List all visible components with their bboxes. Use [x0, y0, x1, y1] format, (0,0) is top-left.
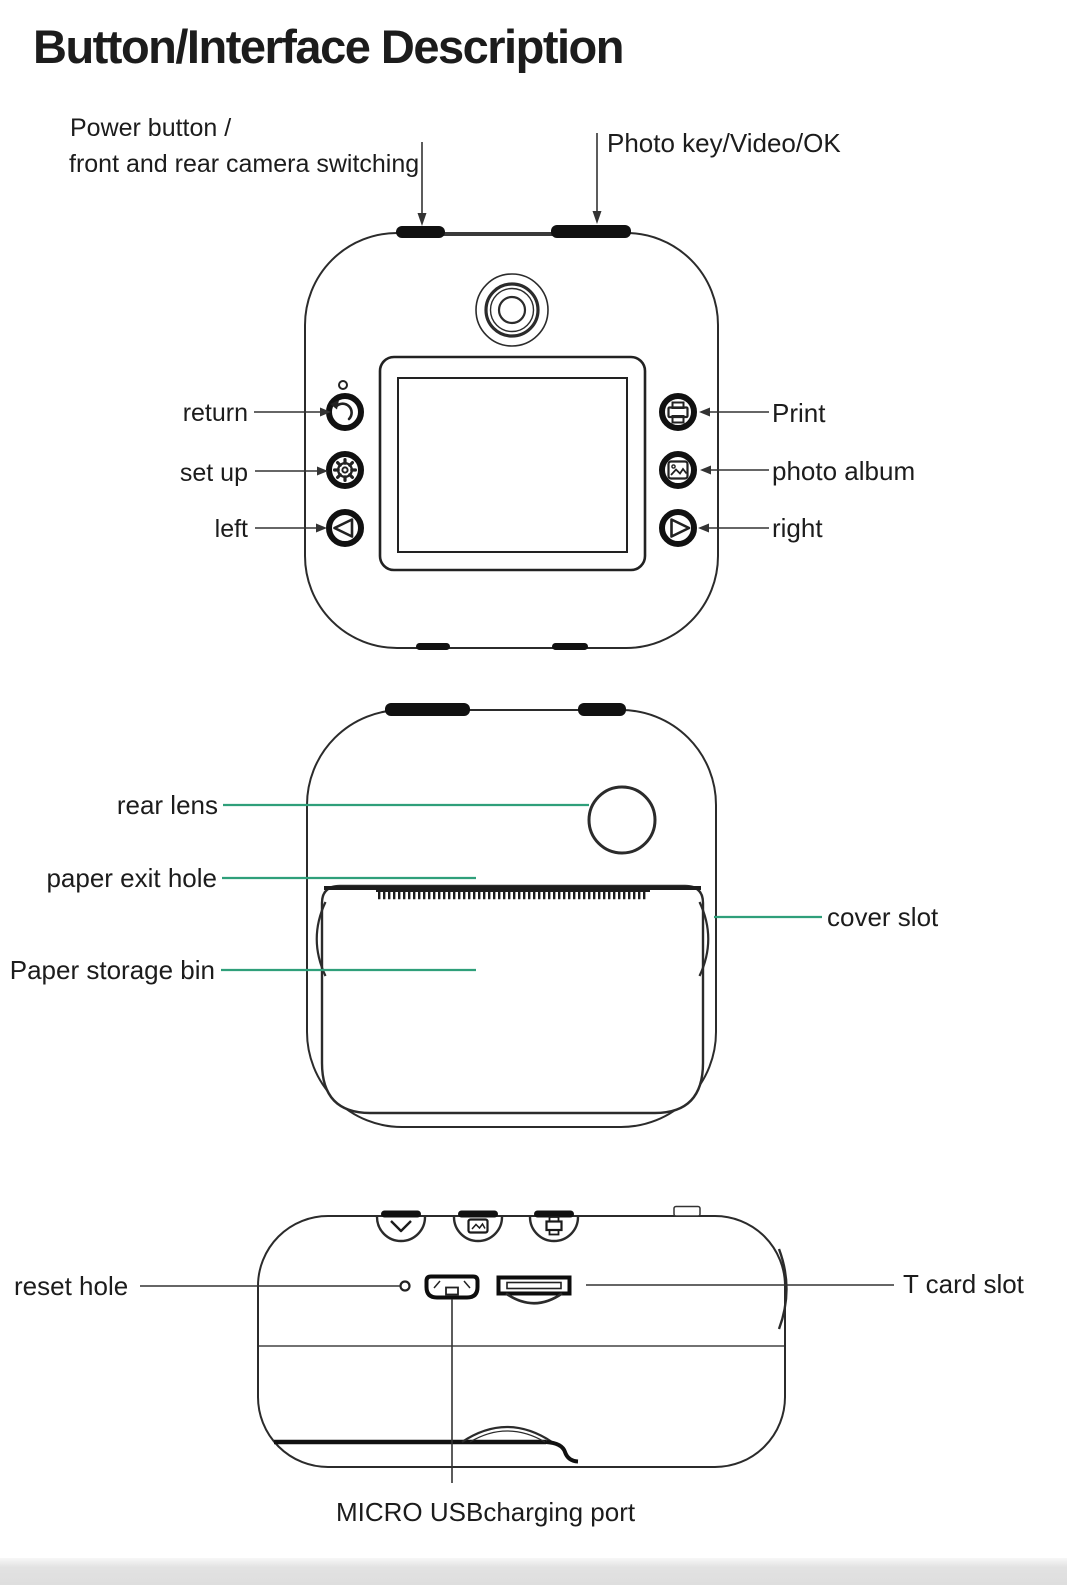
- usb-port-label: MICRO USBcharging port: [336, 1497, 636, 1527]
- paper-bin-label: Paper storage bin: [9, 955, 215, 985]
- setup-button-drawing: [326, 451, 364, 489]
- gear-icon: [333, 458, 357, 482]
- printer-icon: [667, 401, 689, 424]
- bottom-view-drawing: [140, 1205, 894, 1483]
- micro-usb-port: [424, 1274, 480, 1300]
- photo-key-label: Photo key/Video/OK: [607, 128, 841, 158]
- shutter-button-bump: [551, 225, 631, 238]
- reset-hole-label: reset hole: [14, 1271, 129, 1301]
- power-button-bump: [396, 226, 445, 238]
- back-leader-lines: [221, 803, 822, 972]
- paper-bin-cover: [320, 884, 705, 1115]
- bottom-body: [257, 1215, 786, 1468]
- power-button-label-line1: Power button /: [70, 114, 232, 142]
- cover-seam: [274, 1426, 579, 1464]
- photo-album-icon: [667, 460, 689, 480]
- back-body: [306, 709, 717, 1128]
- left-button-drawing: [326, 509, 364, 547]
- rear-lens-label: rear lens: [116, 790, 218, 820]
- album-button-drawing: [659, 451, 697, 489]
- right-button-drawing: [659, 509, 697, 547]
- t-card-slot: [496, 1275, 572, 1305]
- screen: [378, 355, 647, 572]
- rear-lens: [587, 785, 657, 855]
- cover-slot-arc-right: [698, 901, 710, 977]
- front-view-drawing: [254, 133, 769, 650]
- chevron-down-icon: [390, 1220, 412, 1233]
- print-label: Print: [772, 398, 826, 428]
- paper-exit-serration: [376, 889, 650, 900]
- return-label: return: [182, 399, 248, 427]
- cover-slot-arc-left: [315, 901, 327, 977]
- print-button-drawing: [659, 393, 697, 431]
- album-label: photo album: [772, 456, 916, 486]
- edge-button-bumps: [375, 1210, 580, 1243]
- page-footer-bar: [0, 1558, 1067, 1585]
- tcard-slot-label: T card slot: [903, 1269, 1024, 1299]
- right-label: right: [772, 513, 823, 543]
- paper-exit-label: paper exit hole: [46, 863, 217, 893]
- printer-icon-small: [545, 1216, 563, 1236]
- front-leader-lines: [254, 407, 769, 533]
- page-title: Button/Interface Description: [33, 20, 624, 73]
- undo-icon: [330, 400, 353, 421]
- side-latch-bulge: [777, 1248, 788, 1330]
- bottom-leader-lines: [140, 1284, 894, 1483]
- arrow-photo-key: [592, 133, 602, 224]
- cover-slot-label: cover slot: [827, 902, 939, 932]
- triangle-right-icon: [670, 518, 691, 538]
- back-view-drawing: [221, 703, 822, 1128]
- album-icon-small: [467, 1218, 489, 1234]
- left-label: left: [214, 515, 248, 543]
- setup-label: set up: [179, 459, 248, 487]
- front-body: [304, 232, 719, 649]
- power-button-label-line2: front and rear camera switching: [69, 150, 420, 178]
- led-indicator: [338, 380, 348, 390]
- front-lens: [475, 273, 549, 347]
- reset-hole: [399, 1280, 411, 1292]
- return-button-drawing: [326, 393, 364, 431]
- triangle-left-icon: [333, 518, 354, 538]
